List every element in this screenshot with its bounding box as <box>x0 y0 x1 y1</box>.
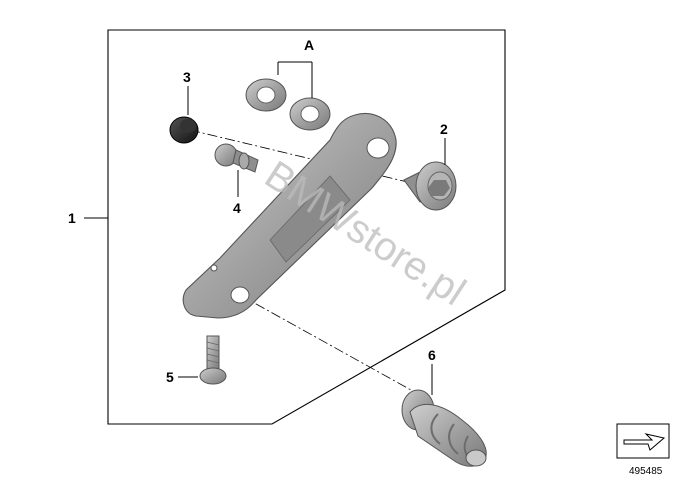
axis-line-upper <box>189 129 421 186</box>
callout-5: 5 <box>166 369 174 385</box>
footrest-bracket <box>182 113 397 319</box>
assembly-frame <box>107 29 506 425</box>
washer-a-2 <box>289 97 331 131</box>
screw-5 <box>199 335 227 385</box>
rubber-cap-3 <box>169 116 199 144</box>
arrow-icon <box>623 433 666 451</box>
flange-bolt-2 <box>403 161 457 211</box>
leader-a <box>277 61 313 98</box>
footpeg-6 <box>401 389 487 467</box>
callout-4: 4 <box>233 200 241 216</box>
callout-a: A <box>304 37 314 53</box>
callout-3: 3 <box>183 69 191 85</box>
reference-number: 495485 <box>629 466 663 477</box>
callout-2: 2 <box>440 121 448 137</box>
reference-box: 495485 <box>616 423 670 477</box>
callout-1: 1 <box>68 210 76 226</box>
washer-a-1 <box>245 78 287 112</box>
ball-stud-4 <box>214 143 259 173</box>
callout-6: 6 <box>428 347 436 363</box>
axis-line-lower <box>239 294 421 396</box>
